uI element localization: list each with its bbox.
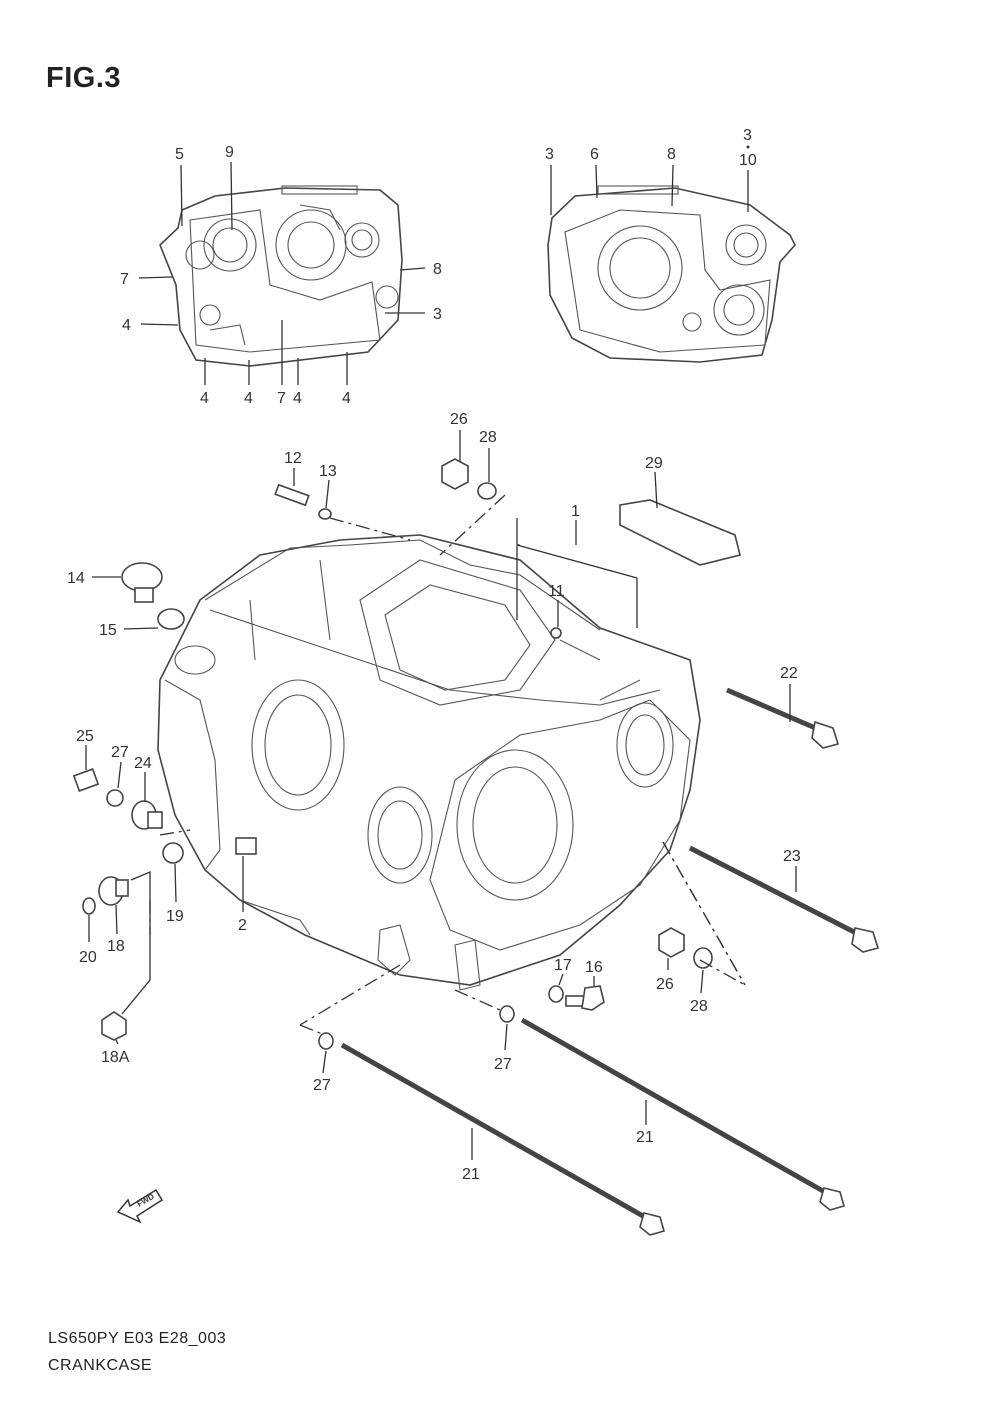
callout-label: 4 (244, 390, 253, 407)
callout-label: 11 (548, 583, 565, 600)
callout-label: 22 (780, 665, 798, 682)
cover-29 (619, 499, 741, 566)
washer-28-bottom (693, 947, 713, 969)
callout-label: 13 (319, 463, 337, 480)
right-crankcase-half-view (547, 185, 796, 363)
callout-label: 10 (739, 152, 757, 169)
callout-label: 18 (107, 938, 125, 955)
washer-27-middle (499, 1005, 515, 1023)
callout-label: 5 (175, 146, 184, 163)
fwd-arrow-icon: FWD (116, 1188, 164, 1224)
callout-label: 27 (111, 744, 129, 761)
callout-label: 2 (238, 917, 247, 934)
callout-label: 16 (585, 959, 603, 976)
callout-label: 26 (656, 976, 674, 993)
callout-label: 27 (494, 1056, 512, 1073)
o-ring-20 (82, 897, 96, 915)
washer-27-bottom (318, 1032, 334, 1050)
callout-label: 21 (636, 1129, 654, 1146)
left-half-leader-lines (138, 161, 426, 385)
callout-label: 3 (545, 146, 554, 163)
callout-label: 7 (120, 271, 129, 288)
main-leader-lines (85, 430, 797, 1160)
washer-27-left (106, 789, 124, 807)
callout-label: 19 (166, 908, 184, 925)
callout-label: 14 (67, 570, 85, 587)
o-ring-15 (157, 608, 185, 630)
callout-label: 4 (122, 317, 131, 334)
callout-label: 3 (433, 306, 442, 323)
callout-label: 4 (200, 390, 209, 407)
nut-26-top (441, 458, 469, 490)
callout-label: 25 (76, 728, 94, 745)
callout-labels: 5 9 7 8 3 4 4 4 7 4 4 3 6 8 3 10 26 28 1… (67, 127, 801, 1183)
diagram-code: LS650PY E03 E28_003 (48, 1330, 227, 1347)
callout-label: 8 (667, 146, 676, 163)
nut-26-bottom (658, 927, 685, 958)
callout-label: 20 (79, 949, 97, 966)
callout-label: 21 (462, 1166, 480, 1183)
main-crankcase-assembly (157, 534, 701, 991)
callout-label: 4 (342, 390, 351, 407)
stud-21-right (520, 1017, 845, 1211)
assembly-center-lines (149, 494, 746, 1036)
callout-label: 29 (645, 455, 663, 472)
right-half-leader-lines (550, 145, 750, 215)
plug-18 (98, 876, 129, 906)
oil-filler-cap-14 (121, 562, 163, 603)
callout-label: 3 (743, 127, 752, 144)
figure-title: FIG.3 (46, 62, 122, 94)
gasket-19 (162, 842, 184, 864)
callout-label: 24 (134, 755, 152, 772)
bolt-16 (565, 985, 605, 1011)
callout-label: 28 (479, 429, 497, 446)
callout-label: 15 (99, 622, 117, 639)
callout-label: 28 (690, 998, 708, 1015)
washer-17 (548, 985, 564, 1003)
callout-label: 8 (433, 261, 442, 278)
callout-label: 6 (590, 146, 599, 163)
callout-label: 26 (450, 411, 468, 428)
callout-label: 12 (284, 450, 302, 467)
plug-25 (72, 768, 100, 792)
plug-18A (101, 1011, 127, 1041)
callout-label: 7 (277, 390, 286, 407)
plug-24 (131, 800, 163, 830)
callout-label: 17 (554, 957, 572, 974)
washer-13 (318, 508, 332, 520)
fitting-12 (274, 483, 310, 507)
dowel-11 (550, 627, 562, 639)
callout-label: 4 (293, 390, 302, 407)
diagram-name: CRANKCASE (48, 1357, 153, 1374)
callout-label: 1 (571, 503, 580, 520)
bolt-23 (688, 845, 880, 953)
bolt-22 (726, 687, 840, 749)
washer-28-top (477, 482, 497, 500)
stud-21-left (340, 1042, 665, 1236)
left-crankcase-half-view (159, 185, 403, 367)
callout-label: 27 (313, 1077, 331, 1094)
callout-label: 18A (101, 1049, 130, 1066)
dowel-2 (235, 837, 257, 855)
callout-label: 23 (783, 848, 801, 865)
callout-label: 9 (225, 144, 234, 161)
